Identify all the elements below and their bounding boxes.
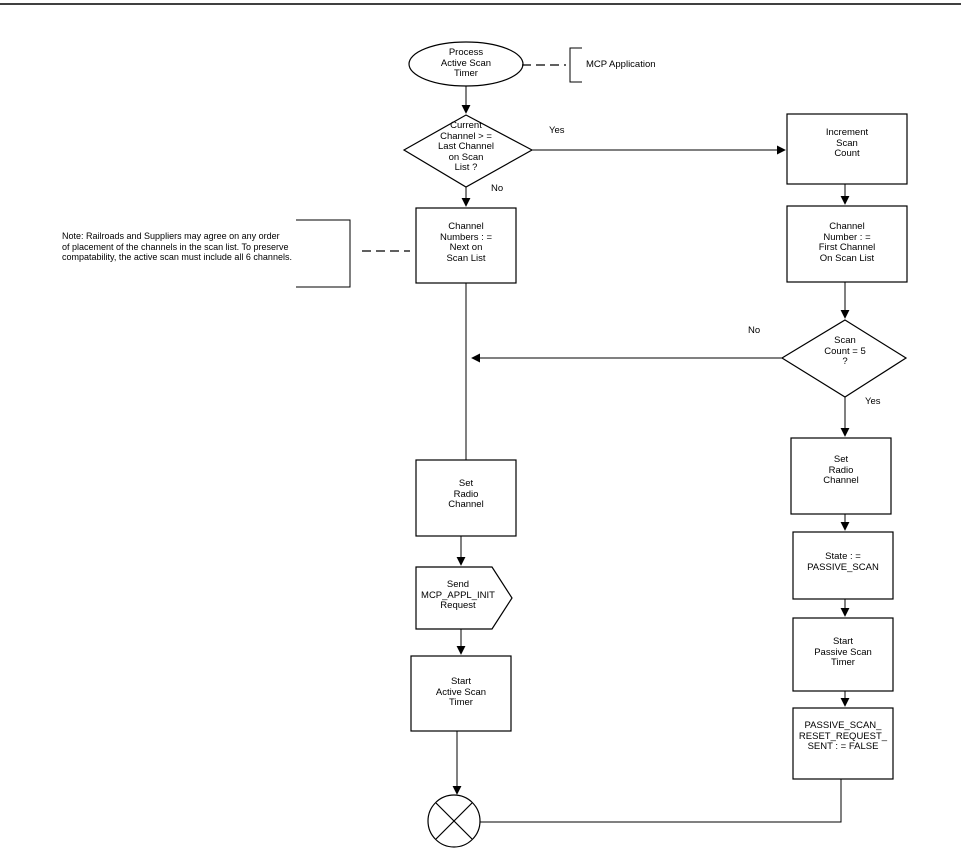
mcp-annotation-label: MCP Application bbox=[586, 59, 656, 70]
decision-scan-count-label: Scan Count = 5 ? bbox=[824, 335, 866, 367]
yes-label-top: Yes bbox=[549, 125, 565, 136]
yes-label-bottom: Yes bbox=[865, 396, 881, 407]
no-label-right: No bbox=[748, 325, 761, 336]
start-passive-timer-box bbox=[792, 617, 894, 692]
start-passive-timer-label: Start Passive Scan Timer bbox=[814, 636, 872, 668]
set-radio-right-box bbox=[790, 437, 892, 515]
arrow-reset-to-end bbox=[471, 779, 842, 827]
start-active-timer-label: Start Active Scan Timer bbox=[435, 676, 487, 708]
set-radio-right-label: Set Radio Channel bbox=[823, 454, 859, 486]
passive-reset-box bbox=[792, 707, 894, 780]
passive-reset-label: PASSIVE_SCAN_ RESET_REQUEST_ SENT : = FA… bbox=[798, 720, 888, 752]
state-passive-label: State : = PASSIVE_SCAN bbox=[807, 551, 879, 573]
set-radio-left-label: Set Radio Channel bbox=[448, 478, 484, 510]
increment-scan-label: Increment Scan Count bbox=[825, 127, 869, 159]
railroads-note-label: Note: Railroads and Suppliers may agree … bbox=[62, 231, 292, 262]
channel-first-label: Channel Number : = First Channel On Scan… bbox=[818, 221, 876, 264]
x-circle-icon bbox=[427, 794, 481, 848]
decision-last-channel-label: Current Channel > = Last Channel on Scan… bbox=[438, 120, 494, 173]
no-label-left: No bbox=[491, 183, 504, 194]
mcp-annotation-bracket bbox=[569, 47, 582, 83]
set-radio-left-box bbox=[415, 459, 517, 537]
start-label: Process Active Scan Timer bbox=[440, 47, 492, 79]
increment-scan-box bbox=[786, 113, 908, 185]
send-request-shape bbox=[415, 566, 513, 630]
channel-first-box bbox=[786, 205, 908, 283]
send-request-label: Send MCP_APPL_INIT Request bbox=[421, 579, 495, 611]
channel-next-box bbox=[415, 207, 517, 284]
start-active-timer-box bbox=[410, 655, 512, 732]
state-passive-box bbox=[792, 531, 894, 600]
channel-next-label: Channel Numbers : = Next on Scan List bbox=[439, 221, 492, 264]
railroads-note-bracket bbox=[296, 219, 351, 288]
